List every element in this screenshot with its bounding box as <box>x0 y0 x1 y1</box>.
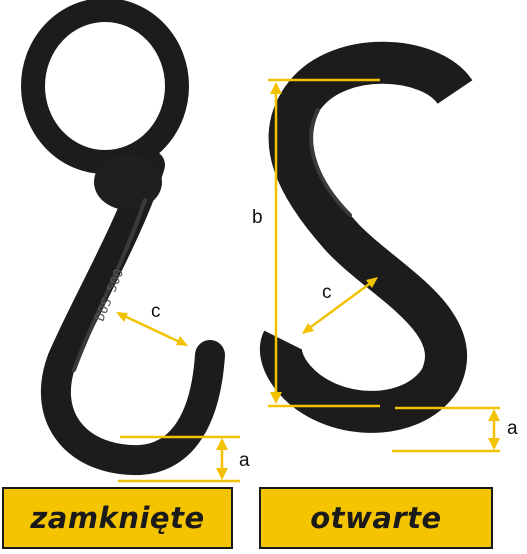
hook-s-highlight <box>309 108 352 217</box>
dim-a-arrow-up-right <box>488 409 500 421</box>
hook-s-body <box>259 41 473 433</box>
closed-hook-dimensions <box>116 311 240 483</box>
open-dim-label-b: b <box>252 207 263 228</box>
caption-open: otwarte <box>259 487 493 549</box>
dim-b-arrow-up <box>270 82 282 94</box>
caption-closed: zamknięte <box>2 487 233 549</box>
open-dim-label-a: a <box>507 418 518 439</box>
dim-a-arrow-down-right <box>488 438 500 450</box>
hook-weld <box>94 154 162 210</box>
closed-s-hook: DOS 500 <box>21 0 225 476</box>
dim-c-arrow-end-left <box>176 336 188 346</box>
open-dim-label-c: c <box>322 282 332 303</box>
dim-a-arrow-down-left <box>216 468 228 480</box>
open-hook-dimensions <box>268 78 500 453</box>
dim-b-arrow-down <box>270 392 282 404</box>
closed-dim-label-c: c <box>151 301 161 322</box>
open-s-hook <box>259 41 473 433</box>
dim-c-arrow-start-left <box>116 312 128 322</box>
hook-highlight <box>72 198 147 372</box>
hook-eye-ring <box>21 0 189 174</box>
hook-shank <box>40 150 225 476</box>
dim-c-line-left <box>117 311 187 347</box>
dim-c-arrow-start-right <box>302 323 314 334</box>
dim-a-arrow-up-left <box>216 438 228 450</box>
closed-dim-label-a: a <box>239 450 250 471</box>
dim-c-line-right <box>303 277 377 334</box>
dim-c-arrow-end-right <box>366 277 378 288</box>
